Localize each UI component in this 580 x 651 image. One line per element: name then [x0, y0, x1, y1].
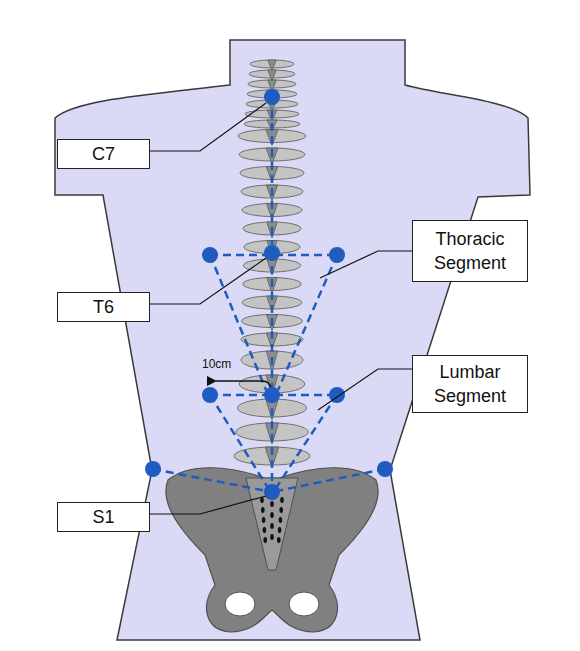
- segment-dashed-line: [271, 97, 274, 253]
- label-box: T6: [57, 292, 150, 322]
- sensor-marker: [145, 461, 161, 477]
- segment-label: Thoracic Segment: [417, 227, 523, 276]
- sacral-foramen: [280, 497, 284, 503]
- label-box: Lumbar Segment: [412, 355, 528, 413]
- spine-column: [234, 60, 310, 468]
- segment-label: S1: [92, 505, 114, 529]
- dimension-arrow: [216, 381, 271, 389]
- sacral-foramen: [270, 534, 274, 540]
- sensor-marker: [329, 247, 345, 263]
- sacral-foramen: [270, 523, 274, 529]
- sacral-foramen: [277, 537, 281, 543]
- sensor-marker: [202, 387, 218, 403]
- leader-lines: [150, 103, 412, 514]
- leader-line: [150, 496, 266, 514]
- spinous-process: [268, 60, 276, 71]
- sensor-marker: [377, 461, 393, 477]
- sacral-foramen: [263, 537, 267, 543]
- sacral-foramen: [261, 507, 265, 513]
- leader-line: [320, 251, 412, 278]
- spinous-process: [268, 70, 276, 81]
- segment-dashed-line: [276, 395, 337, 488]
- obturator-foramen: [225, 592, 255, 616]
- segment-dashed-line: [271, 395, 274, 492]
- sensor-marker: [264, 484, 280, 500]
- sacral-foramen: [279, 507, 283, 513]
- sensor-marker: [264, 387, 280, 403]
- sensor-marker: [202, 247, 218, 263]
- torso-outline: [55, 40, 530, 640]
- segment-dashed-line: [278, 255, 337, 390]
- sensor-markers: [145, 89, 393, 500]
- vertebra: [250, 60, 294, 71]
- label-box: C7: [57, 139, 150, 169]
- sacral-foramen: [262, 517, 266, 523]
- segment-lines: [153, 97, 385, 492]
- label-box: Thoracic Segment: [412, 220, 528, 282]
- leader-line: [150, 103, 266, 151]
- segment-label: C7: [92, 142, 115, 166]
- segment-dashed-line: [210, 395, 268, 488]
- pelvis-bone: [166, 468, 378, 632]
- sacral-foramen: [279, 517, 283, 523]
- segment-label: Lumbar Segment: [417, 360, 523, 409]
- sacral-foramina: [260, 497, 284, 543]
- segment-dashed-line: [271, 253, 274, 395]
- sensor-marker: [264, 245, 280, 261]
- leader-line: [318, 369, 412, 410]
- sacrum: [246, 478, 298, 570]
- sacral-foramen: [263, 527, 267, 533]
- vertebra: [249, 70, 295, 81]
- dimension-label: 10cm: [202, 357, 231, 371]
- sacral-foramen: [270, 512, 274, 518]
- sensor-marker: [264, 89, 280, 105]
- segment-label: T6: [93, 295, 114, 319]
- segment-dashed-line: [153, 469, 272, 492]
- sacral-foramen: [278, 527, 282, 533]
- leader-line: [150, 258, 266, 304]
- obturator-foramen: [289, 592, 319, 616]
- sacral-foramen: [270, 501, 274, 507]
- label-box: S1: [57, 502, 150, 532]
- segment-dashed-line: [272, 469, 385, 492]
